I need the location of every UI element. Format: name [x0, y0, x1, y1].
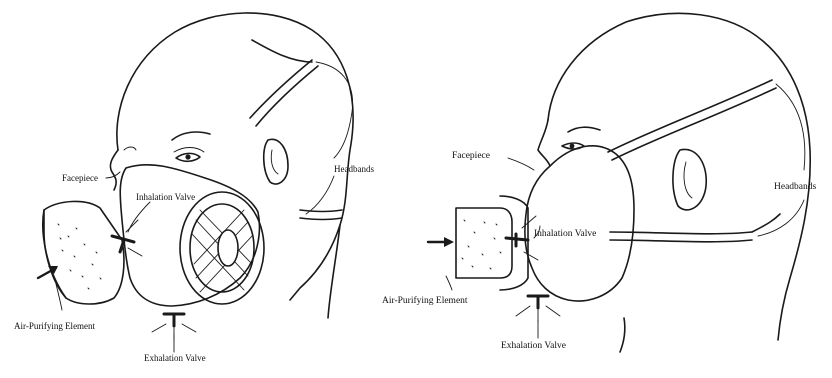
left-label-headbands: Headbands: [334, 165, 374, 174]
left-cartridge-dots: [58, 224, 101, 289]
right-cartridge-dots: [462, 220, 501, 269]
left-label-inhalation-valve: Inhalation Valve: [136, 193, 195, 202]
right-face-profile: [538, 120, 550, 166]
right-label-exhalation-valve: Exhalation Valve: [501, 342, 566, 352]
right-respirator-illustration: [412, 0, 832, 378]
right-facepiece: [525, 146, 634, 301]
left-face-profile: [110, 150, 118, 190]
right-headband-lower: [610, 232, 752, 242]
left-inhalation-arrows: [126, 220, 142, 256]
left-leader-inhalation: [128, 202, 150, 232]
left-label-air-purifying-element: Air-Purifying Element: [14, 322, 95, 331]
right-ear-inner: [684, 162, 692, 198]
left-headband-top: [252, 40, 312, 62]
right-eyebrow: [568, 127, 600, 132]
right-leader-ape: [446, 276, 452, 290]
right-leader-facepiece: [508, 158, 534, 170]
right-ear: [673, 149, 706, 209]
left-label-facepiece: Facepiece: [62, 174, 98, 183]
right-head-outline: [548, 13, 810, 340]
right-intake-arrowhead: [444, 237, 454, 247]
right-exhalation-valve: [528, 296, 548, 308]
left-leader-headbands-lower: [306, 176, 334, 214]
left-cartridge-body: [44, 201, 124, 304]
left-cartridge-face: [43, 210, 66, 298]
right-label-facepiece: Facepiece: [452, 152, 490, 162]
right-cartridge-holder: [500, 196, 528, 290]
left-filter-center: [218, 230, 238, 266]
right-back-strap: [752, 214, 780, 232]
right-pupil: [570, 144, 575, 149]
right-neck-front: [620, 318, 625, 352]
left-ear-inner: [271, 150, 278, 174]
right-label-air-purifying-element: Air-Purifying Element: [382, 297, 468, 307]
right-label-inhalation-valve: Inhalation Valve: [534, 230, 596, 240]
left-exhalation-valve: [164, 314, 184, 326]
right-leader-headbands-lower: [758, 200, 804, 236]
left-far-eye: [124, 147, 136, 150]
left-ear: [264, 139, 288, 184]
left-headband-lower: [300, 210, 342, 220]
right-headband-upper: [608, 80, 776, 160]
right-label-headbands: Headbands: [774, 183, 816, 193]
right-cartridge-body: [456, 208, 512, 278]
left-eyebrow: [172, 132, 210, 140]
left-eye-lid: [174, 148, 204, 153]
left-pupil: [185, 154, 190, 159]
left-label-exhalation-valve: Exhalation Valve: [144, 354, 206, 363]
left-headband-upper: [250, 60, 318, 126]
right-diagram-panel: Facepiece Inhalation Valve Headbands Air…: [412, 0, 832, 378]
left-diagram-panel: Facepiece Inhalation Valve Headbands Air…: [0, 0, 410, 378]
